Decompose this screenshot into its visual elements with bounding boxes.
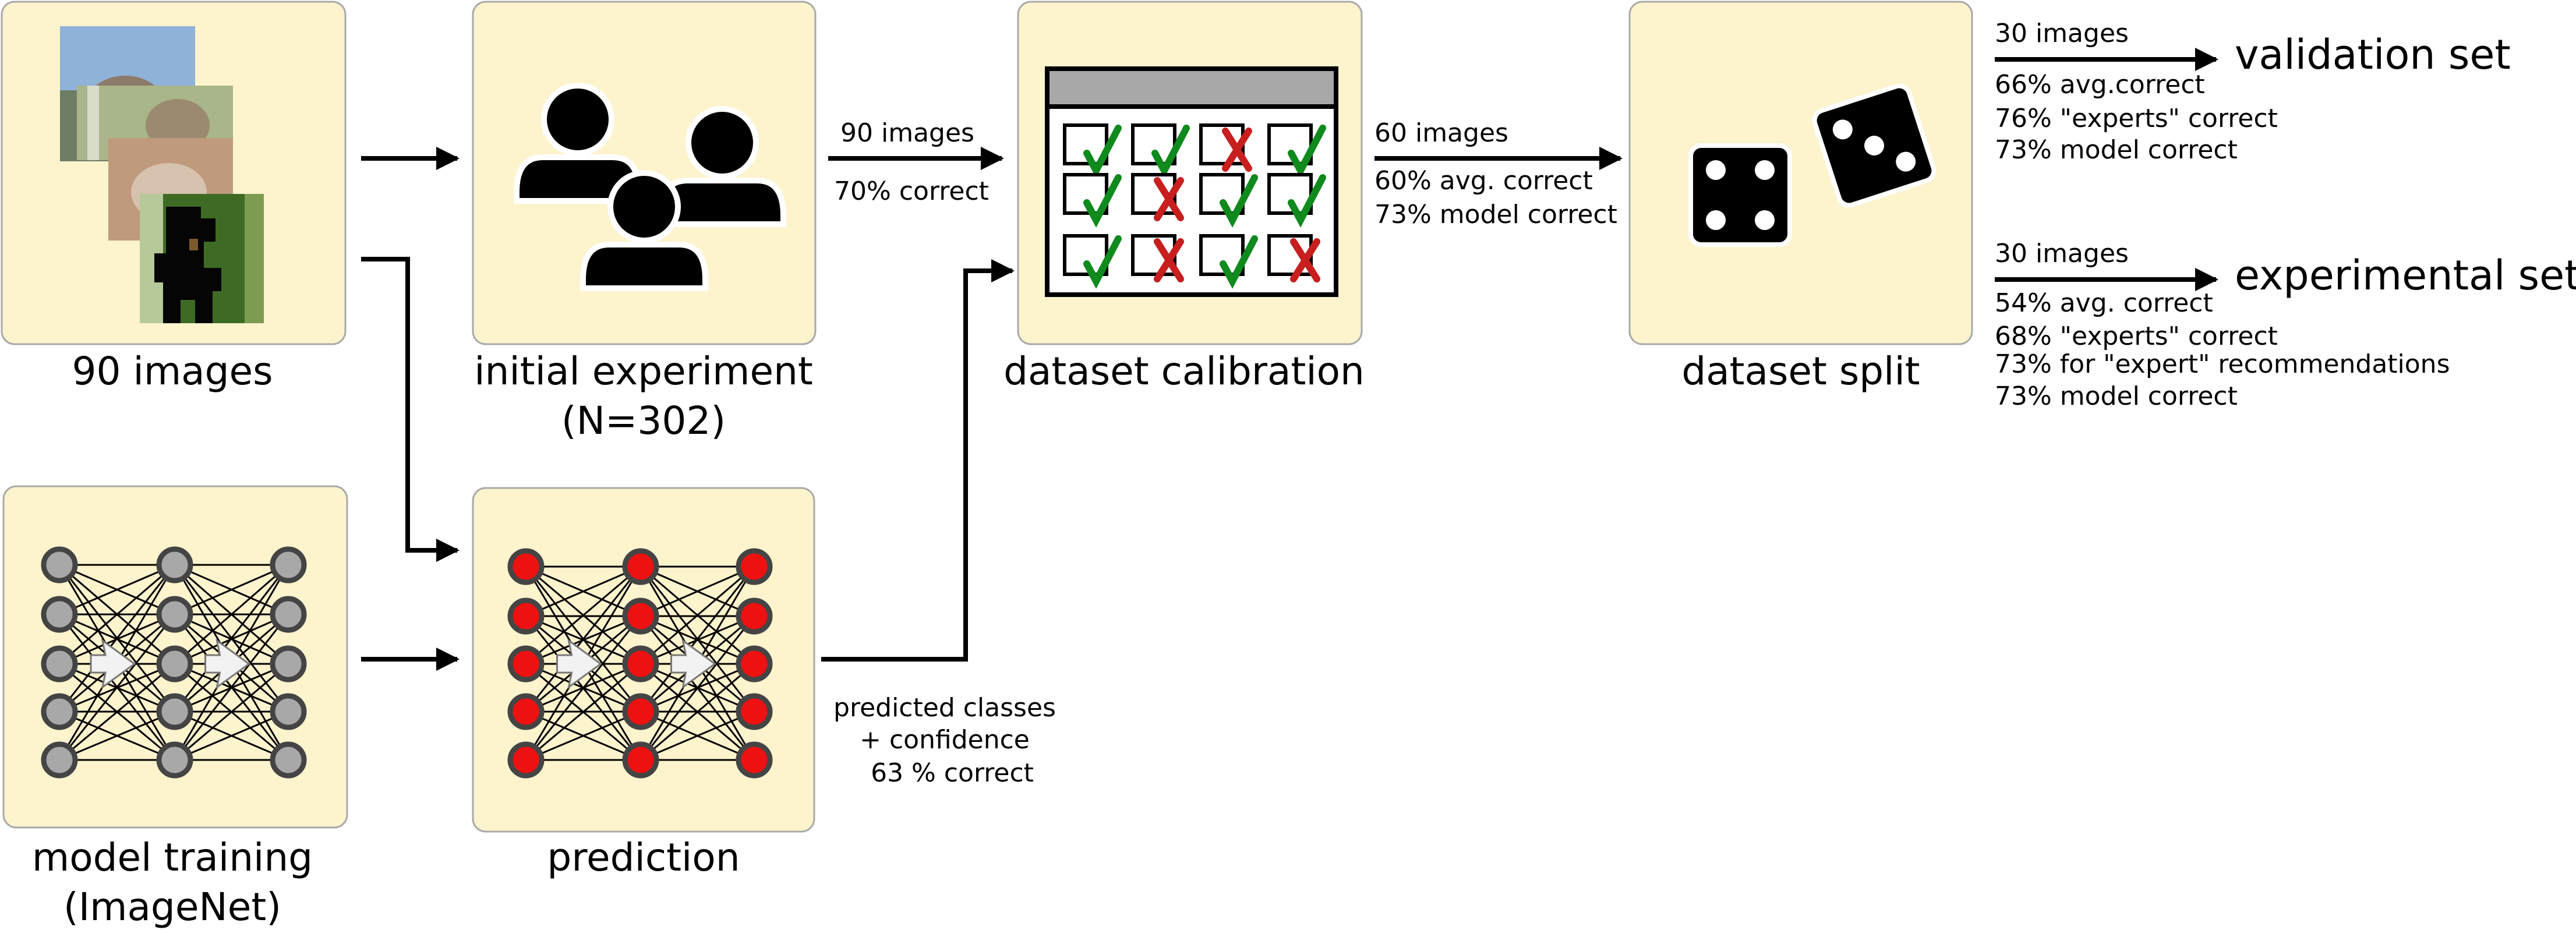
network-node — [622, 645, 659, 683]
experimental-stat-avg: 54% avg. correct — [1995, 288, 2213, 318]
split-box — [1628, 1, 1973, 345]
checklist-grid-icon — [1045, 66, 1338, 297]
network-node — [507, 741, 545, 779]
network-node — [270, 596, 307, 633]
network-node — [156, 693, 193, 730]
network-node — [736, 597, 773, 635]
network-node — [156, 596, 193, 633]
edge1-label-correct: 70% correct — [834, 176, 989, 206]
network-node — [41, 741, 78, 779]
network-node — [622, 693, 659, 730]
arrow-prediction-to-calibration — [821, 259, 1015, 662]
die-three — [1812, 83, 1937, 208]
network-node — [156, 741, 193, 779]
edge2-label-avg: 60% avg. correct — [1374, 166, 1593, 196]
dice-icon — [1688, 83, 1937, 247]
edge2-label-images: 60 images — [1374, 118, 1508, 148]
network-node — [270, 645, 307, 683]
network-node — [270, 741, 307, 779]
edge1-label-images: 90 images — [840, 118, 974, 148]
network-node — [41, 693, 78, 730]
check-mark-icon — [1220, 174, 1258, 228]
edge3-label-model: 63 % correct — [871, 758, 1034, 788]
experiment-caption-line1: initial experiment — [474, 349, 813, 394]
training-caption-line1: model training — [32, 835, 313, 880]
die-four — [1688, 143, 1792, 247]
edge3-label-confidence: + confidence — [860, 725, 1030, 755]
experimental-stat-experts: 68% "experts" correct — [1995, 321, 2278, 351]
validation-stat-experts: 76% "experts" correct — [1995, 104, 2278, 133]
network-node — [41, 645, 78, 683]
check-mark-icon — [1151, 125, 1190, 178]
check-mark-icon — [1288, 125, 1326, 178]
cross-mark-icon — [1222, 128, 1252, 172]
network-node — [736, 645, 773, 683]
network-node — [736, 548, 773, 585]
network-node — [270, 693, 307, 730]
network-node — [622, 548, 659, 585]
flow-arrow-icon — [670, 638, 717, 689]
prediction-box — [472, 487, 815, 833]
split-caption: dataset split — [1681, 349, 1920, 394]
experimental-stat-recommendations: 73% for "expert" recommendations — [1995, 349, 2450, 379]
arrow-images-to-prediction — [361, 257, 460, 562]
check-mark-icon — [1083, 125, 1122, 178]
network-node — [507, 548, 545, 585]
images-box — [1, 1, 347, 345]
training-caption-line2: (ImageNet) — [63, 885, 281, 929]
network-node — [156, 546, 193, 584]
experimental-stat-model: 73% model correct — [1995, 381, 2238, 411]
network-node — [736, 693, 773, 730]
validation-stat-model: 73% model correct — [1995, 135, 2238, 165]
network-node — [507, 645, 545, 683]
network-node — [622, 597, 659, 635]
check-mark-icon — [1220, 235, 1258, 289]
edge3-label-classes: predicted classes — [833, 693, 1056, 723]
network-node — [736, 741, 773, 779]
check-mark-icon — [1288, 174, 1326, 228]
experimental-arrow-label: 30 images — [1995, 239, 2129, 268]
flow-arrow-icon — [204, 638, 251, 689]
calibration-caption: dataset calibration — [1003, 349, 1365, 394]
calibration-box — [1017, 1, 1363, 345]
network-node — [507, 693, 545, 730]
neural-network-icon — [507, 548, 773, 779]
network-node — [270, 546, 307, 584]
cross-mark-icon — [1290, 238, 1320, 282]
experiment-caption-line2: (N=302) — [561, 398, 726, 443]
edge2-label-model: 73% model correct — [1374, 200, 1617, 229]
check-mark-icon — [1083, 235, 1122, 289]
validation-stat-avg: 66% avg.correct — [1995, 70, 2205, 100]
cat-photo-stack-icon — [60, 26, 264, 323]
network-node — [156, 645, 193, 683]
flow-arrows — [361, 48, 2218, 671]
experimental-set-group: 30 images experimental set 54% avg. corr… — [1995, 239, 2576, 411]
network-node — [41, 546, 78, 584]
validation-arrow-label: 30 images — [1995, 19, 2129, 48]
network-node — [507, 597, 545, 635]
validation-set-title: validation set — [2235, 31, 2511, 79]
images-caption: 90 images — [72, 349, 273, 394]
experimental-set-title: experimental set — [2235, 252, 2576, 299]
neural-network-icon — [41, 546, 307, 779]
network-node — [622, 741, 659, 779]
experiment-box — [472, 1, 817, 345]
training-box — [2, 485, 348, 829]
validation-set-group: 30 images validation set 66% avg.correct… — [1995, 19, 2511, 165]
cross-mark-icon — [1154, 177, 1184, 221]
flow-arrow-icon — [90, 638, 136, 689]
network-node — [41, 596, 78, 633]
check-mark-icon — [1083, 174, 1122, 228]
cross-mark-icon — [1154, 238, 1184, 282]
flow-arrow-icon — [556, 638, 603, 689]
prediction-caption: prediction — [547, 835, 740, 880]
calibration-cells — [1063, 123, 1326, 289]
